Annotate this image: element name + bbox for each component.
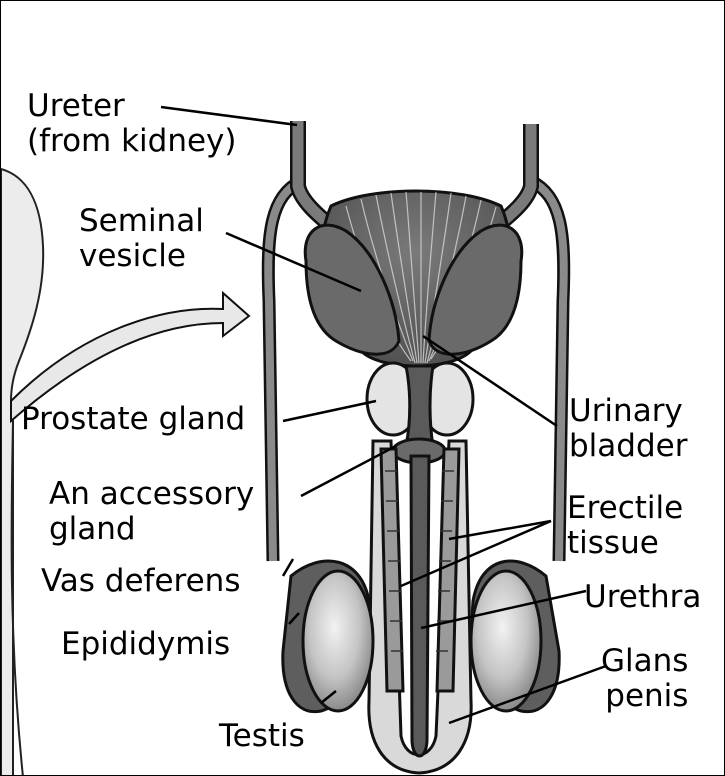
label-vas-deferens: Vas deferens (41, 564, 240, 599)
label-vas-deferens-text: Vas deferens (41, 564, 240, 599)
label-testis: Testis (219, 719, 305, 754)
body-silhouette (1, 169, 43, 776)
label-epididymis: Epididymis (61, 627, 230, 662)
label-accessory-gland: An accessory gland (49, 477, 254, 547)
label-glans-penis: Glans penis (601, 644, 688, 714)
label-erectile-tissue: Erectile tissue (567, 491, 683, 561)
label-urinary-bladder-line1: Urinary (569, 394, 687, 429)
label-seminal-vesicle-line2: vesicle (79, 239, 204, 274)
label-urethra-text: Urethra (584, 580, 701, 615)
label-seminal-vesicle-line1: Seminal (79, 204, 204, 239)
label-urinary-bladder-line2: bladder (569, 429, 687, 464)
label-prostate-gland-text: Prostate gland (21, 402, 245, 437)
label-erectile-tissue-line1: Erectile (567, 491, 683, 526)
label-ureter-line2: (from kidney) (27, 124, 237, 159)
label-accessory-gland-line2: gland (49, 512, 254, 547)
label-epididymis-text: Epididymis (61, 627, 230, 662)
label-erectile-tissue-line2: tissue (567, 526, 683, 561)
prostate (367, 363, 473, 446)
label-glans-penis-line1: Glans (601, 644, 688, 679)
label-urinary-bladder: Urinary bladder (569, 394, 687, 464)
label-accessory-gland-line1: An accessory (49, 477, 254, 512)
label-seminal-vesicle: Seminal vesicle (79, 204, 204, 274)
label-glans-penis-line2: penis (601, 679, 688, 714)
label-ureter-line1: Ureter (27, 89, 237, 124)
label-ureter: Ureter (from kidney) (27, 89, 237, 159)
label-prostate-gland: Prostate gland (21, 402, 245, 437)
penis (369, 441, 471, 773)
label-urethra: Urethra (584, 580, 701, 615)
label-testis-text: Testis (219, 719, 305, 754)
